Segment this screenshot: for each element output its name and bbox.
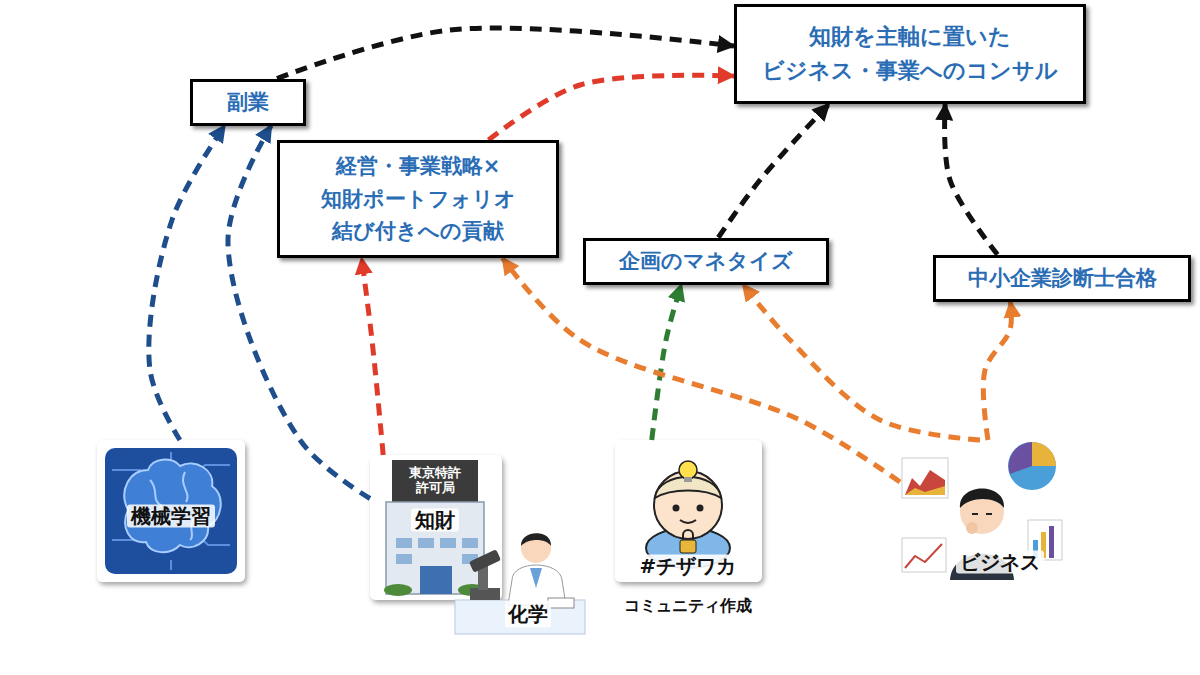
mascot-tile-part <box>697 505 704 512</box>
dashed-arrow <box>149 126 225 441</box>
picture-node: ビジネス <box>900 440 1060 580</box>
brain-tile-part <box>105 448 237 574</box>
picture-label: #チザワカ <box>636 555 741 578</box>
building-illustration <box>370 455 502 600</box>
process-box: 企画のマネタイズ <box>583 238 829 285</box>
building-illustration-part <box>384 584 412 596</box>
picture-node: 機械学習 <box>97 440 245 582</box>
picture-label: 機械学習 <box>127 505 215 528</box>
process-box: 副業 <box>190 79 306 126</box>
box-label: 中小企業診断士合格 <box>968 262 1157 295</box>
process-box: 知財を主軸に置いた ビジネス・事業へのコンサル <box>734 4 1086 104</box>
business-illustration <box>902 442 1062 580</box>
process-box: 経営・事業戦略× 知財ポートフォリオ 結び付きへの貢献 <box>277 140 559 258</box>
dashed-arrow <box>743 285 980 441</box>
dashed-arrow <box>718 104 829 238</box>
mascot-tile <box>615 440 762 582</box>
chemist-illustration <box>455 533 585 634</box>
mascot-tile-part <box>680 520 696 523</box>
business-illustration-part <box>966 522 978 534</box>
dashed-arrow <box>362 258 384 455</box>
brain-tile-part <box>112 452 230 570</box>
chemist-illustration-part <box>521 533 551 563</box>
picture-node: #チザワカコミュニティ作成 <box>615 440 762 620</box>
mascot-tile-part <box>680 540 696 553</box>
picture-label: 化学 <box>505 601 551 628</box>
mascot-tile-part <box>683 530 693 540</box>
business-illustration-part <box>905 544 942 568</box>
process-box: 中小企業診断士合格 <box>933 255 1191 302</box>
brain-tile-part <box>124 460 220 553</box>
box-label: 企画のマネタイズ <box>619 245 793 278</box>
dashed-arrow <box>983 302 1011 441</box>
mascot-tile-part <box>679 461 697 479</box>
chemist-illustration-part <box>530 568 542 588</box>
brain-tile <box>97 440 245 582</box>
dashed-arrow <box>503 258 900 482</box>
building-illustration-part <box>420 566 452 594</box>
mascot-tile-part <box>684 477 692 482</box>
chemist-illustration-part <box>469 549 501 573</box>
business-illustration-part <box>960 489 1004 509</box>
business-illustration-part <box>902 538 946 572</box>
picture-node: 東京特許 許可局知財 <box>370 455 502 600</box>
business-illustration-part <box>905 470 945 495</box>
chemist-illustration-part <box>548 598 574 608</box>
mascot-tile-part <box>615 440 762 582</box>
dashed-arrow <box>277 28 734 78</box>
dashed-arrow <box>652 285 682 441</box>
building-illustration-part <box>392 460 478 502</box>
picture-label: 知財 <box>411 509 459 532</box>
mascot-tile-part <box>673 505 680 512</box>
business-illustration-part <box>1008 442 1056 490</box>
picture-label: ビジネス <box>956 551 1044 574</box>
building-illustration-part <box>396 554 412 564</box>
business-illustration-part <box>1009 442 1032 474</box>
dashed-arrow <box>489 75 735 140</box>
business-illustration-part <box>972 513 992 515</box>
dashed-arrow <box>945 104 998 255</box>
box-label: 副業 <box>227 86 269 119</box>
building-illustration-part <box>396 538 412 548</box>
business-illustration-part <box>1032 442 1056 466</box>
building-illustration-part <box>386 502 484 594</box>
box-label: 知財を主軸に置いた ビジネス・事業へのコンサル <box>750 20 1070 88</box>
business-illustration-part <box>1049 526 1054 558</box>
building-illustration-part <box>462 538 478 548</box>
building-illustration-part <box>440 538 456 548</box>
chemist-illustration-part <box>521 533 551 546</box>
building-illustration-part <box>370 455 502 600</box>
brain-tile-part <box>97 440 245 582</box>
business-illustration-part <box>905 486 945 495</box>
picture-label: コミュニティ作成 <box>624 597 752 615</box>
building-illustration-part <box>418 538 434 548</box>
picture-label: 東京特許 許可局 <box>404 466 466 496</box>
business-illustration-part <box>902 458 948 498</box>
box-label: 経営・事業戦略× 知財ポートフォリオ 結び付きへの貢献 <box>293 150 543 248</box>
mascot-tile-part <box>655 477 721 498</box>
mascot-tile-part <box>654 471 722 539</box>
